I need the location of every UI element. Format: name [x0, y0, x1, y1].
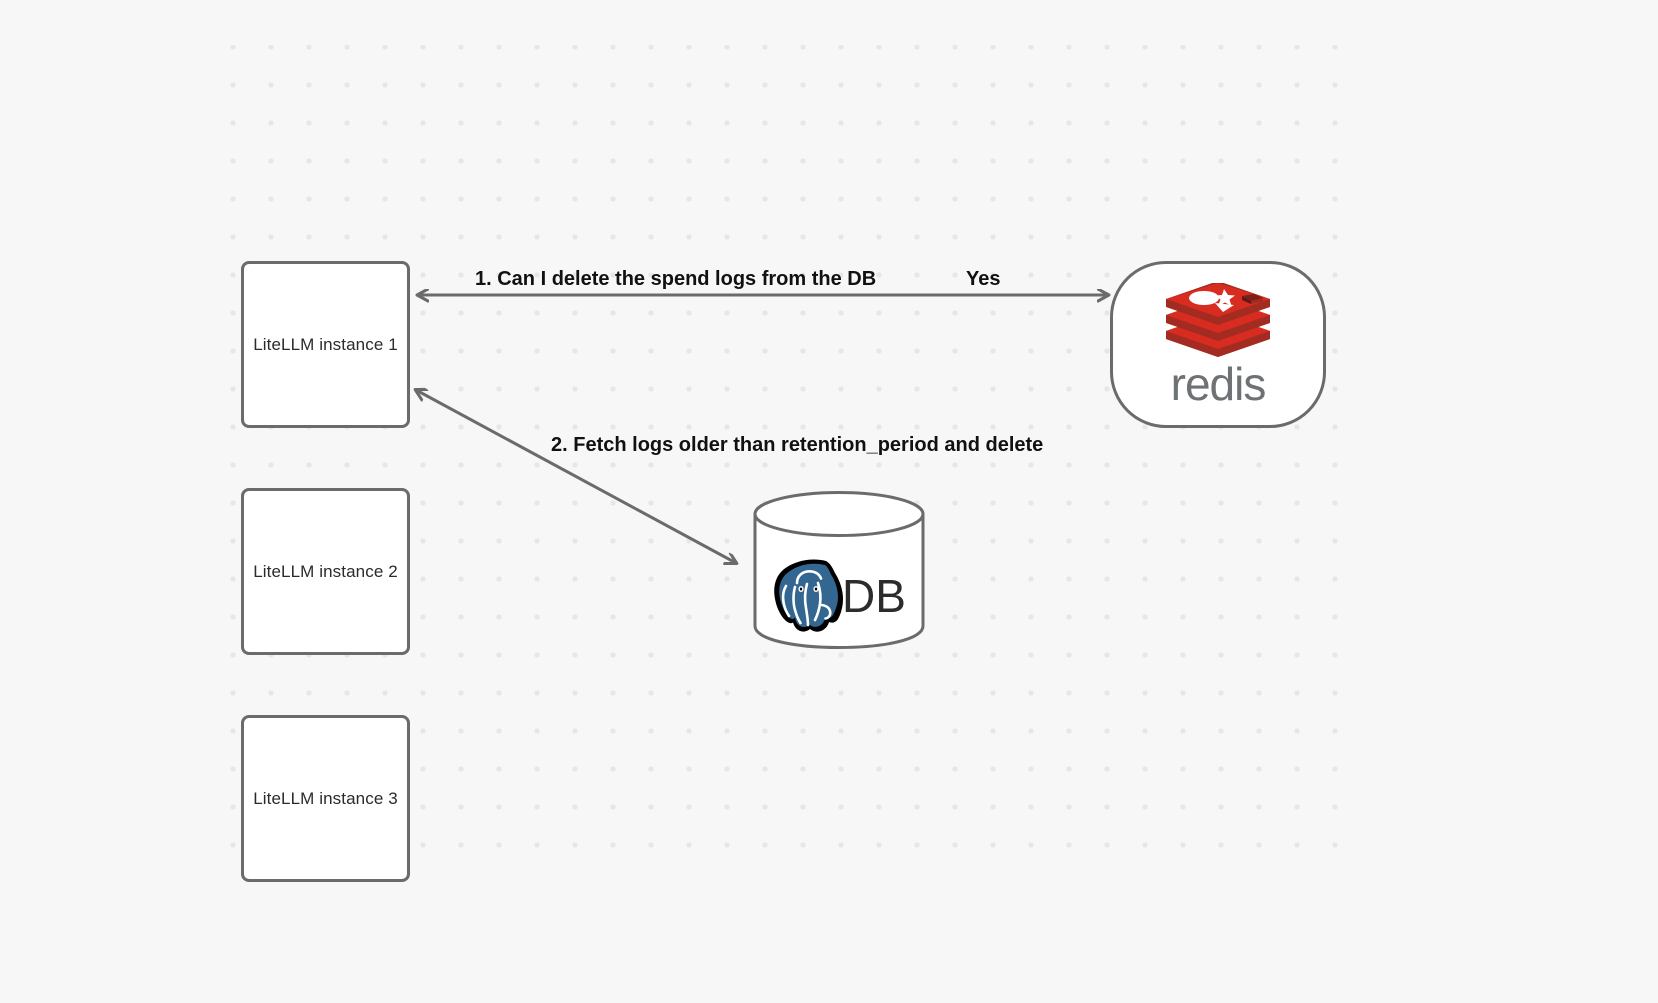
node-label-instance-3: LiteLLM instance 3 — [253, 788, 398, 808]
edge-label-1-reply: Yes — [966, 268, 1001, 290]
redis-wordmark: redis — [1170, 357, 1267, 410]
edge-label-1: 1. Can I delete the spend logs from the … — [475, 268, 877, 290]
redis-logo-group: redis — [1162, 282, 1274, 410]
node-database[interactable]: DB — [752, 490, 926, 650]
database-logo-group: DB — [752, 542, 926, 650]
node-label-instance-2: LiteLLM instance 2 — [253, 561, 398, 581]
edge-database-instance1 — [416, 390, 736, 563]
redis-logo-icon — [1166, 282, 1270, 357]
node-litellm-instance-3[interactable]: LiteLLM instance 3 — [241, 715, 410, 882]
database-label: DB — [842, 570, 906, 622]
edge-label-2: 2. Fetch logs older than retention_perio… — [551, 434, 1044, 456]
node-label-instance-1: LiteLLM instance 1 — [253, 334, 398, 354]
node-litellm-instance-1[interactable]: LiteLLM instance 1 — [241, 261, 410, 428]
node-litellm-instance-2[interactable]: LiteLLM instance 2 — [241, 488, 410, 655]
node-redis[interactable]: redis — [1110, 261, 1326, 428]
postgresql-elephant-icon — [774, 559, 844, 632]
